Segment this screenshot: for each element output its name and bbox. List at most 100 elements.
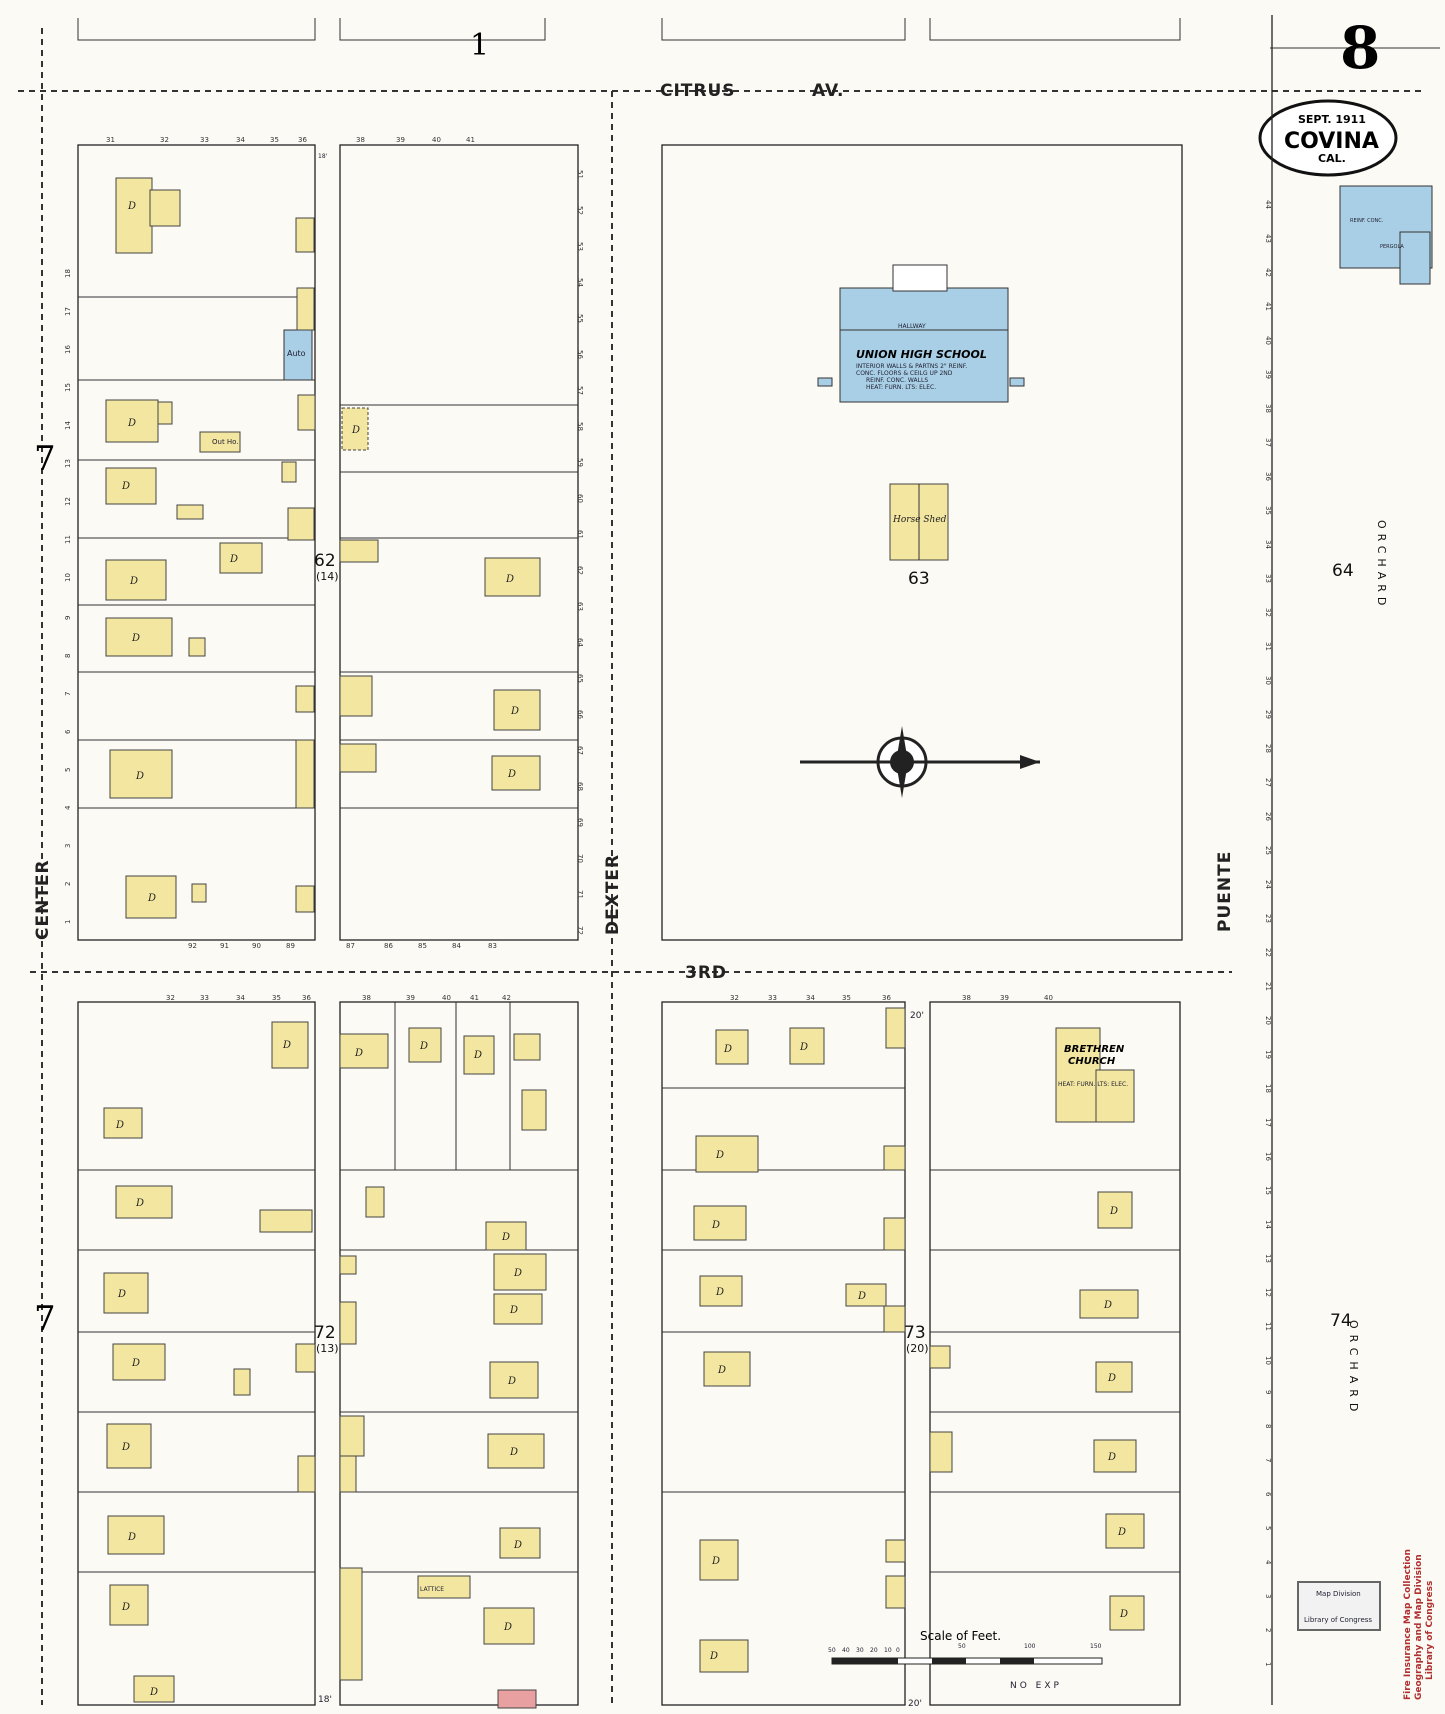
svg-text:D: D bbox=[1103, 1300, 1112, 1311]
lot-number: 66 bbox=[576, 710, 584, 719]
outhouse bbox=[199, 431, 241, 453]
scale-bar: Scale of Feet. 50 40 30 20 10 0 50 100 1… bbox=[828, 1629, 1103, 1665]
street-puente: PUENTE bbox=[1215, 851, 1235, 932]
lot-number: 15 bbox=[1264, 1186, 1272, 1195]
street-dexter: DEXTER bbox=[603, 854, 623, 935]
lot-number: 35 bbox=[842, 994, 851, 1002]
lot-number: 70 bbox=[576, 854, 584, 863]
lot-number: 15 bbox=[64, 383, 72, 392]
lot-number: 85 bbox=[418, 942, 427, 950]
svg-text:100: 100 bbox=[1024, 1643, 1036, 1650]
lot-number: 58 bbox=[576, 422, 584, 431]
lot-number: 36 bbox=[298, 136, 307, 144]
lot-number: 32 bbox=[730, 994, 739, 1002]
lot-number: 40 bbox=[1044, 994, 1053, 1002]
lot-number: 1 bbox=[64, 920, 72, 924]
lot-number: 55 bbox=[576, 314, 584, 323]
lot-number: 31 bbox=[106, 136, 115, 144]
lot-number: 41 bbox=[1264, 302, 1272, 311]
svg-text:D: D bbox=[115, 1120, 124, 1131]
svg-text:REINF. CONC.: REINF. CONC. bbox=[1350, 218, 1384, 224]
svg-text:D: D bbox=[121, 481, 130, 492]
svg-text:Library of Congress: Library of Congress bbox=[1425, 1581, 1435, 1680]
svg-text:D: D bbox=[127, 201, 136, 212]
lot-number: 12 bbox=[64, 497, 72, 506]
lot-number: 38 bbox=[356, 136, 365, 144]
svg-text:CONC. FLOORS & CEILG UP 2ND: CONC. FLOORS & CEILG UP 2ND bbox=[856, 370, 953, 377]
svg-text:D: D bbox=[351, 425, 360, 436]
lot-number: 23 bbox=[1264, 914, 1272, 923]
svg-text:D: D bbox=[149, 1687, 158, 1698]
block-62-lot-lines bbox=[78, 296, 578, 809]
lot-number: 13 bbox=[64, 459, 72, 468]
svg-text:D: D bbox=[127, 1532, 136, 1543]
svg-text:D: D bbox=[131, 1358, 140, 1369]
svg-text:D: D bbox=[117, 1289, 126, 1300]
svg-text:D: D bbox=[473, 1050, 482, 1061]
lot-number: 34 bbox=[1264, 540, 1272, 549]
lot-number: 42 bbox=[1264, 268, 1272, 277]
lot-number: 41 bbox=[466, 136, 475, 144]
lot-number: 2 bbox=[1264, 1628, 1272, 1632]
svg-text:D: D bbox=[723, 1044, 732, 1055]
lot-number: 24 bbox=[1264, 880, 1272, 889]
svg-text:INTERIOR WALLS & PARTNS 2" REI: INTERIOR WALLS & PARTNS 2" REINF. bbox=[856, 363, 967, 370]
lot-number: 30 bbox=[1264, 676, 1272, 685]
lot-number: 6 bbox=[1264, 1492, 1272, 1497]
frontage-20-bottom: 20' bbox=[908, 1699, 922, 1709]
svg-text:REINF. CONC. WALLS: REINF. CONC. WALLS bbox=[866, 377, 928, 384]
svg-text:D: D bbox=[509, 1305, 518, 1316]
svg-text:D: D bbox=[121, 1442, 130, 1453]
lot-number: 57 bbox=[576, 386, 584, 395]
svg-text:D: D bbox=[503, 1622, 512, 1633]
lot-number: 9 bbox=[1264, 1390, 1272, 1394]
block-74-number: 74 bbox=[1330, 1311, 1352, 1331]
svg-text:D: D bbox=[513, 1268, 522, 1279]
lot-number: 5 bbox=[1264, 1526, 1272, 1530]
brick-building bbox=[497, 1689, 537, 1709]
lot-number: 8 bbox=[64, 654, 72, 658]
svg-text:D: D bbox=[501, 1232, 510, 1243]
lot-number: 40 bbox=[1264, 336, 1272, 345]
horse-shed-label: Horse Shed bbox=[892, 515, 947, 525]
lot-number: 10 bbox=[64, 573, 72, 582]
lot-number: 28 bbox=[1264, 744, 1272, 753]
svg-text:D: D bbox=[354, 1048, 363, 1059]
street-citrus: CITRUS bbox=[660, 81, 736, 101]
lot-number: 44 bbox=[1264, 200, 1272, 209]
lot-number: 25 bbox=[1264, 846, 1272, 855]
lot-number: 39 bbox=[1264, 370, 1272, 379]
lot-number: 36 bbox=[882, 994, 891, 1002]
lot-number: 3 bbox=[1264, 1594, 1272, 1598]
lot-number: 34 bbox=[236, 136, 245, 144]
block-62: D D D D D D D D D D D D Auto Out Ho. 62 … bbox=[77, 144, 579, 941]
block-62-number: 62 bbox=[314, 551, 336, 571]
lot-number: 20 bbox=[1264, 1016, 1272, 1025]
lot-number: 61 bbox=[576, 530, 584, 539]
street-center: CENTER bbox=[33, 859, 53, 940]
union-high-school bbox=[839, 287, 1009, 403]
lot-number: 67 bbox=[576, 746, 584, 755]
svg-text:D: D bbox=[509, 1447, 518, 1458]
svg-text:D: D bbox=[135, 771, 144, 782]
svg-text:D: D bbox=[799, 1042, 808, 1053]
lot-number: 36 bbox=[302, 994, 311, 1002]
svg-text:D: D bbox=[513, 1540, 522, 1551]
lot-number: 18 bbox=[1264, 1084, 1272, 1093]
svg-text:D: D bbox=[857, 1291, 866, 1302]
block-62-buildings bbox=[105, 177, 541, 919]
lot-number: 16 bbox=[64, 345, 72, 354]
lot-number: 71 bbox=[576, 890, 584, 899]
block-73-sub: (20) bbox=[906, 1342, 929, 1355]
lot-number: 11 bbox=[1264, 1322, 1272, 1331]
svg-text:50: 50 bbox=[828, 1647, 836, 1654]
svg-text:D: D bbox=[715, 1287, 724, 1298]
side-mark-top: 7 bbox=[34, 439, 56, 479]
outhouse-label: Out Ho. bbox=[212, 438, 239, 446]
lot-number: 16 bbox=[1264, 1152, 1272, 1161]
svg-text:Geography and Map Division: Geography and Map Division bbox=[1414, 1554, 1424, 1700]
lot-number: 27 bbox=[1264, 778, 1272, 787]
lot-number: 4 bbox=[64, 805, 72, 810]
school-entrance-steps bbox=[892, 264, 948, 292]
